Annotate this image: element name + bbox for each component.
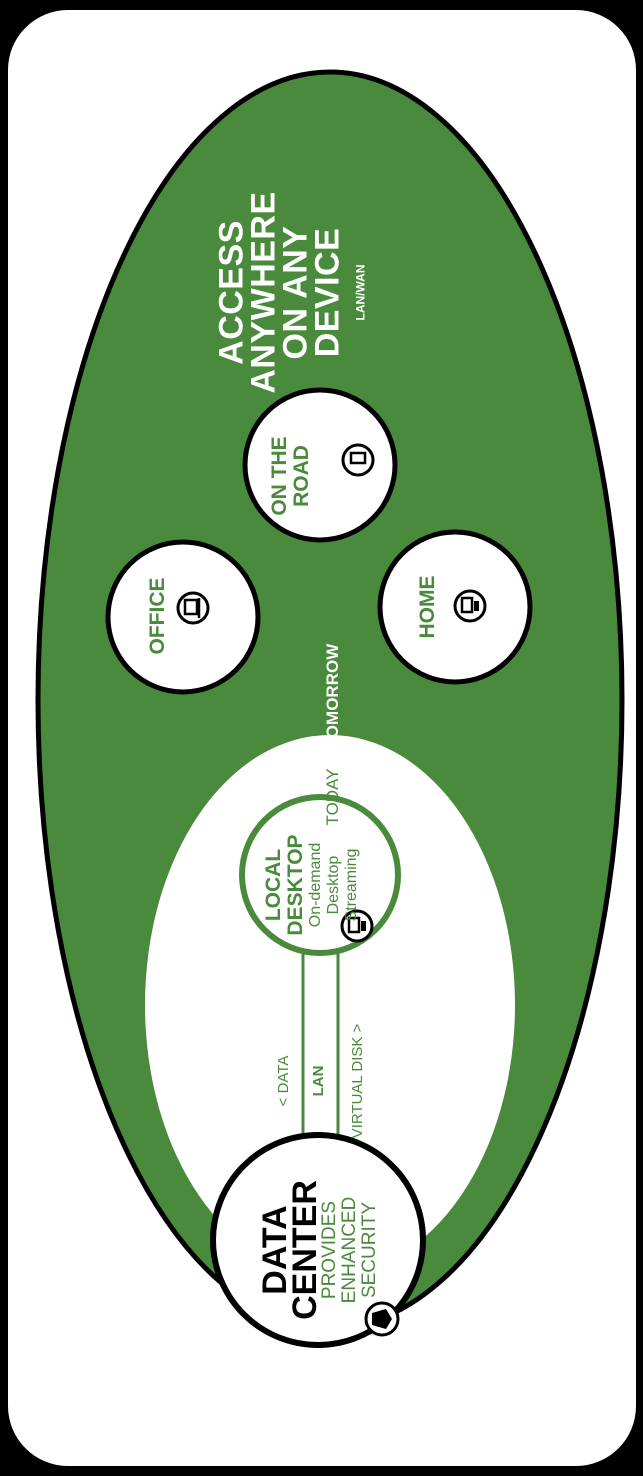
lan-label: LAN: [310, 1065, 327, 1097]
local-desktop-sub3: Streaming: [343, 848, 360, 922]
laptop-icon: [176, 591, 210, 625]
home-label: HOME: [416, 575, 439, 639]
access-line3: ON ANY: [276, 225, 315, 360]
access-sub: LAN/WAN: [353, 264, 368, 321]
desktop-icon: [453, 589, 487, 623]
data-center-sub3: SECURITY: [359, 1201, 380, 1299]
on-the-road-line1: ON THE: [268, 436, 291, 516]
on-the-road-line2: ROAD: [290, 445, 313, 507]
local-desktop-line2: DESKTOP: [284, 834, 307, 936]
access-line2: ANYWHERE: [244, 191, 283, 394]
access-line4: DEVICE: [308, 227, 347, 358]
on-the-road-circle: [242, 387, 398, 543]
today-ellipse: [145, 735, 515, 1275]
access-line1: ACCESS: [212, 220, 251, 365]
local-desktop-label: LOCAL DESKTOP On-demand Desktop Streamin…: [262, 820, 360, 950]
local-desktop-sub2: Desktop: [325, 855, 342, 915]
data-center-circle: [210, 1132, 426, 1348]
data-label: < DATA: [275, 1055, 292, 1107]
on-the-road-label: ON THE ROAD: [268, 421, 321, 531]
data-center-sub2: ENHANCED: [339, 1196, 360, 1304]
local-desktop-sub1: On-demand: [307, 842, 324, 928]
tomorrow-label: TOMORROW: [323, 643, 342, 749]
data-center-label: DATA CENTER PROVIDES ENHANCED SECURITY: [256, 1160, 380, 1340]
phone-icon: [341, 443, 375, 477]
office-label: OFFICE: [146, 577, 169, 655]
local-desktop-line1: LOCAL: [262, 848, 285, 922]
virtual-disk-label: VIRTUAL DISK >: [349, 1023, 366, 1139]
data-center-line2: CENTER: [286, 1180, 324, 1320]
access-block: ACCESS ANYWHERE ON ANY DEVICE LAN/WAN: [212, 168, 391, 418]
